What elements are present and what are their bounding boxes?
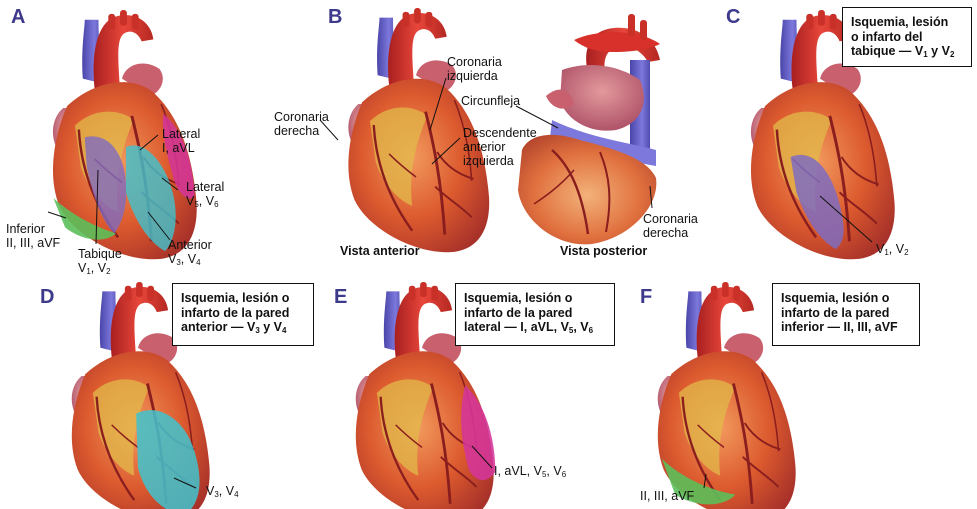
label-tabique: Tabique V1, V2 (78, 247, 122, 275)
panel-letter-f: F (640, 286, 652, 309)
heart-panel-b-posterior (518, 14, 660, 244)
caption-vista-anterior: Vista anterior (340, 244, 420, 258)
info-box-c: Isquemia, lesión o infarto del tabique —… (842, 7, 972, 67)
panel-letter-a: A (11, 6, 25, 29)
label-lateral-v5-v6: Lateral V5, V6 (186, 180, 224, 208)
info-box-f: Isquemia, lesión o infarto de la pared i… (772, 283, 920, 346)
info-box-e: Isquemia, lesión o infarto de la pared l… (455, 283, 615, 346)
label-f-leads: II, III, aVF (640, 489, 694, 503)
panel-letter-b: B (328, 6, 342, 29)
label-anterior: Anterior V3, V4 (168, 238, 212, 266)
label-circunfleja: Circunfleja (461, 94, 520, 108)
panel-letter-e: E (334, 286, 347, 309)
panel-letter-d: D (40, 286, 54, 309)
panel-letter-c: C (726, 6, 740, 29)
caption-vista-posterior: Vista posterior (560, 244, 647, 258)
label-c-v1-v2: V1, V2 (876, 242, 909, 256)
info-box-d: Isquemia, lesión o infarto de la pared a… (172, 283, 314, 346)
label-e-leads: I, aVL, V5, V6 (494, 464, 566, 478)
label-d-v3-v4: V3, V4 (206, 484, 239, 498)
